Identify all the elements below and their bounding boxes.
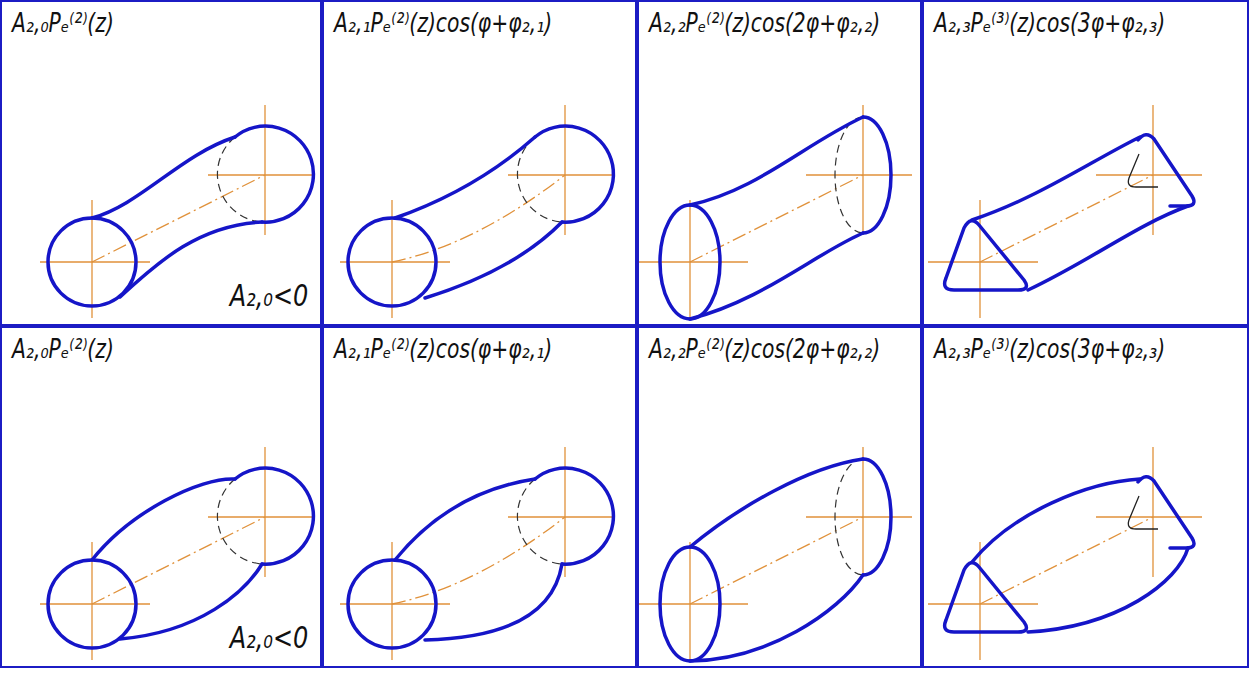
mode-panel: A₂,₁Pₑ⁽²⁾(z)cos(φ+φ₂,₁) [322,326,637,668]
elliptic-tube [638,105,912,319]
elliptic-tube [638,447,912,661]
mode-panel: A₂,₃Pₑ⁽³⁾(z)cos(3φ+φ₂,₃) [922,0,1249,326]
formula-label: A₂,₀Pₑ⁽²⁾(z) [12,8,114,39]
mode-panel: A₂,₀Pₑ⁽²⁾(z) A₂,₀<0 [0,0,322,326]
condition-label: A₂,₀<0 [229,620,308,656]
formula-label: A₂,₃Pₑ⁽³⁾(z)cos(3φ+φ₂,₃) [934,334,1165,365]
formula-label: A₂,₁Pₑ⁽²⁾(z)cos(φ+φ₂,₁) [334,8,552,39]
mode-panel: A₂,₀Pₑ⁽²⁾(z) A₂,₀<0 [0,326,322,668]
mode-panel: A₂,₂Pₑ⁽²⁾(z)cos(2φ+φ₂,₂) [637,0,922,326]
mode-panel: A₂,₂Pₑ⁽²⁾(z)cos(2φ+φ₂,₂) [637,326,922,668]
mode-panel: A₂,₃Pₑ⁽³⁾(z)cos(3φ+φ₂,₃) [922,326,1249,668]
mode-panel: A₂,₁Pₑ⁽²⁾(z)cos(φ+φ₂,₁) [322,0,637,326]
waisted-tube [40,105,314,318]
triangular-tube [928,105,1202,318]
formula-label: A₂,₂Pₑ⁽²⁾(z)cos(2φ+φ₂,₂) [649,334,880,365]
formula-label: A₂,₁Pₑ⁽²⁾(z)cos(φ+φ₂,₁) [334,334,552,365]
formula-label: A₂,₀Pₑ⁽²⁾(z) [12,334,114,365]
barrel-tube [40,447,314,660]
formula-label: A₂,₃Pₑ⁽³⁾(z)cos(3φ+φ₂,₃) [934,8,1165,39]
bent-tube [340,105,614,318]
triangular-tube [928,447,1202,660]
condition-label: A₂,₀<0 [229,278,308,314]
formula-label: A₂,₂Pₑ⁽²⁾(z)cos(2φ+φ₂,₂) [649,8,880,39]
bent-tube [340,447,614,660]
